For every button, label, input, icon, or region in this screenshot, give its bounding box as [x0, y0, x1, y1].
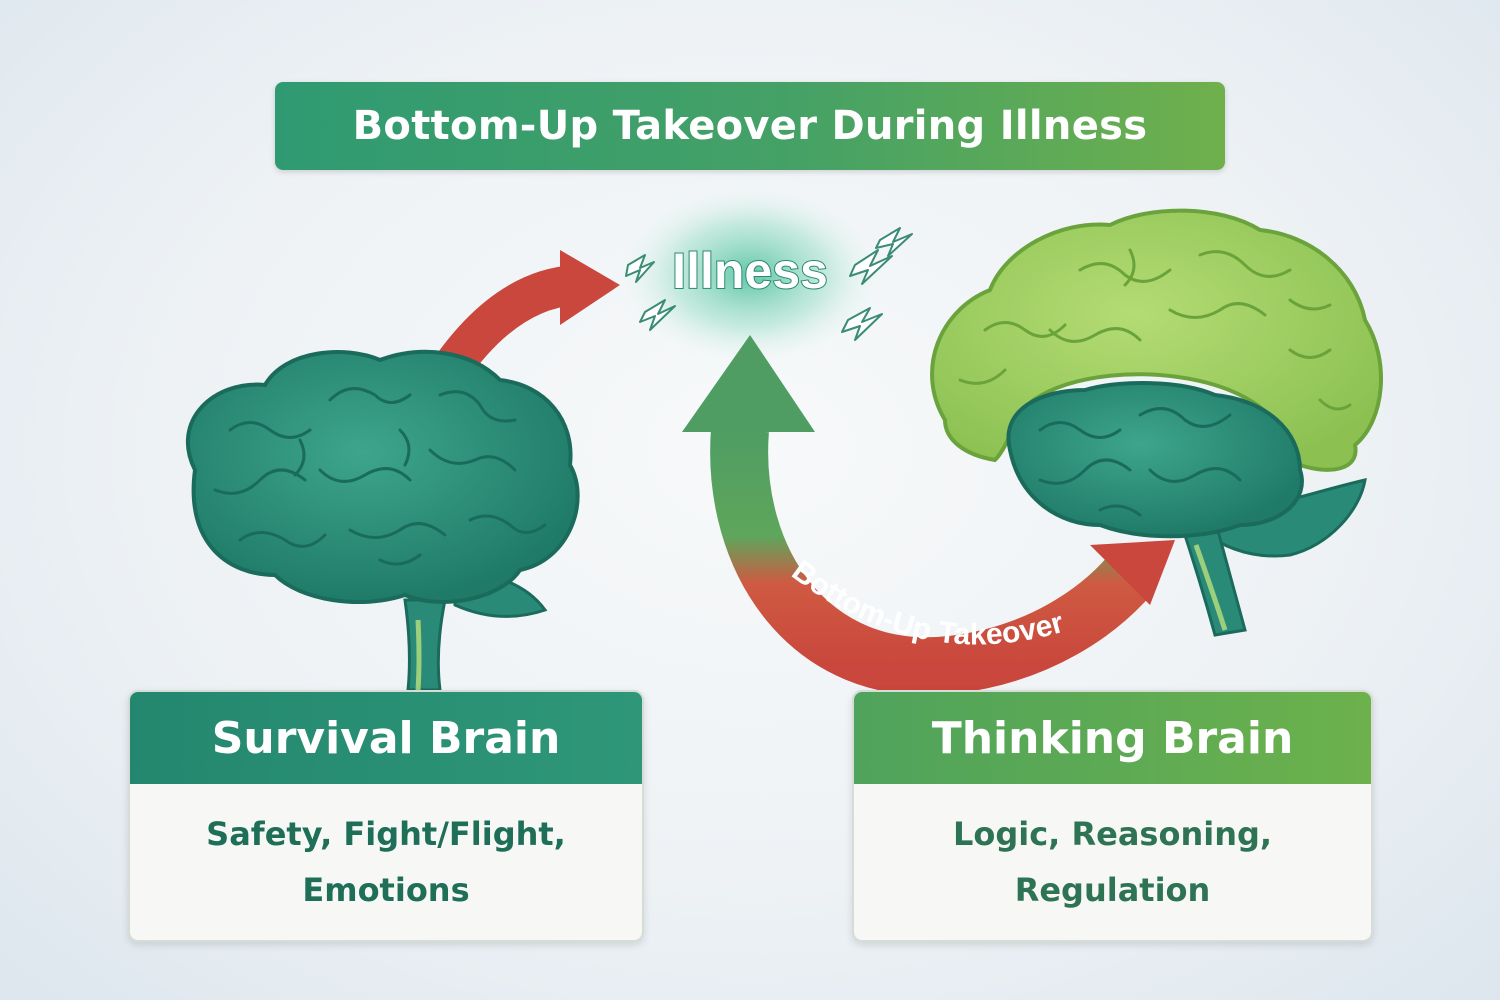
thinking-brain-icon — [930, 208, 1383, 637]
thinking-brain-line-1: Logic, Reasoning, — [952, 815, 1273, 853]
survival-brain-card: Survival Brain Safety, Fight/Flight, Emo… — [128, 690, 644, 942]
thinking-brain-card-header: Thinking Brain — [854, 692, 1371, 784]
survival-brain-line-2: Emotions — [302, 871, 470, 909]
diagram-title: Bottom-Up Takeover During Illness — [352, 103, 1148, 149]
thinking-brain-description: Logic, Reasoning, Regulation — [854, 784, 1371, 940]
survival-brain-title: Survival Brain — [211, 712, 561, 764]
title-banner: Bottom-Up Takeover During Illness — [275, 82, 1225, 170]
thinking-brain-card: Thinking Brain Logic, Reasoning, Regulat… — [852, 690, 1373, 942]
survival-brain-icon — [186, 349, 580, 692]
survival-brain-description: Safety, Fight/Flight, Emotions — [130, 784, 642, 940]
lightning-icon — [625, 227, 913, 341]
illness-glow — [610, 180, 890, 370]
survival-brain-line-1: Safety, Fight/Flight, — [206, 815, 566, 853]
thinking-brain-line-2: Regulation — [1014, 871, 1211, 909]
illness-label: Illness — [672, 243, 828, 299]
thinking-brain-title: Thinking Brain — [931, 712, 1294, 764]
survival-brain-card-header: Survival Brain — [130, 692, 642, 784]
bottom-up-arrow — [682, 335, 1175, 696]
